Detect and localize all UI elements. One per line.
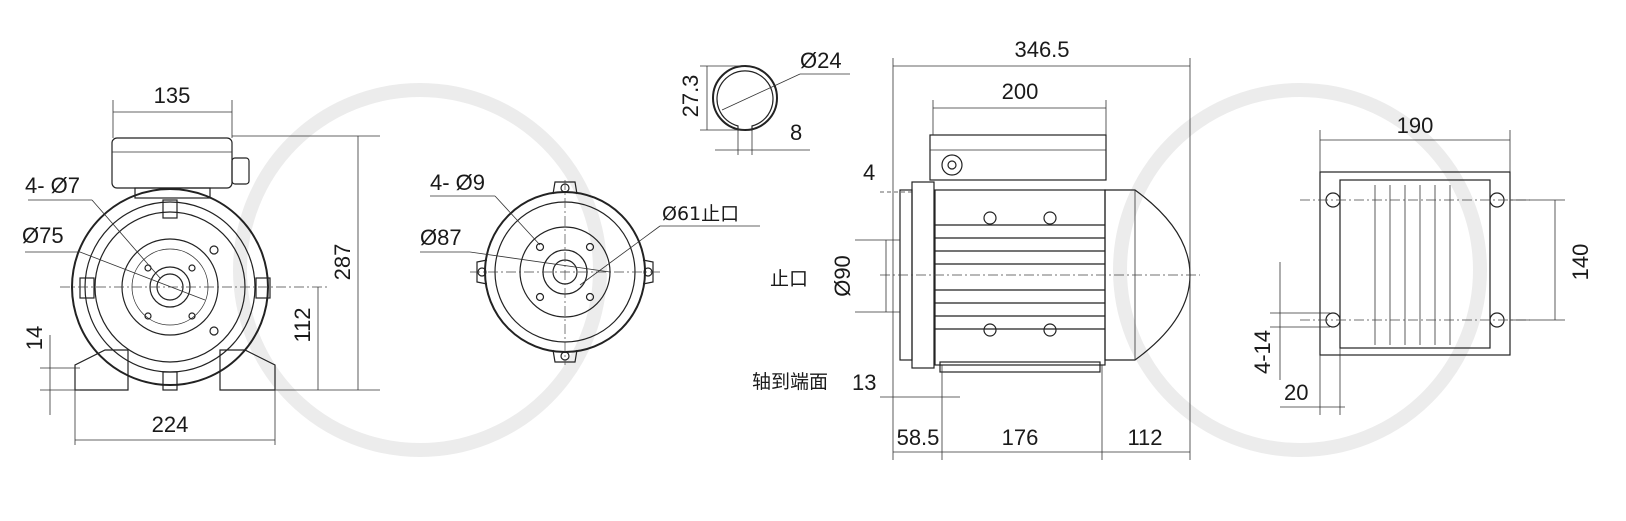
dim-140: 140 — [1568, 244, 1593, 281]
motor-body — [934, 189, 1106, 366]
cable-gland — [231, 157, 250, 185]
side-foot — [939, 361, 1101, 373]
dim-135: 135 — [154, 83, 191, 108]
dim-13: 13 — [852, 370, 876, 395]
dim-8: 8 — [790, 120, 802, 145]
label-bolt-circle-87: Ø87 — [420, 225, 462, 250]
label-4-holes-9: 4- Ø9 — [430, 170, 485, 195]
dim-287: 287 — [330, 244, 355, 281]
label-4-holes-7: 4- Ø7 — [25, 173, 80, 198]
label-bolt-circle-75: Ø75 — [22, 223, 64, 248]
top-fins — [1374, 185, 1451, 345]
shaft-circle — [712, 65, 778, 131]
terminal-box — [111, 137, 233, 189]
dim-58-5: 58.5 — [897, 425, 940, 450]
top-view: 190 140 4-14 20 — [1250, 113, 1593, 415]
dim-4: 4 — [863, 160, 875, 185]
front-view: 135 287 112 14 224 4- Ø7 Ø75 — [22, 83, 380, 445]
dim-224: 224 — [152, 412, 189, 437]
dim-346-5: 346.5 — [1014, 37, 1069, 62]
label-4-holes-14: 4-14 — [1250, 330, 1275, 374]
dim-112: 112 — [290, 307, 315, 342]
shaft-section: 27.3 Ø24 8 — [678, 48, 850, 155]
terminal-box-side — [929, 134, 1107, 181]
foot-plan — [1319, 171, 1511, 356]
keyway — [716, 70, 774, 131]
dim-24: Ø24 — [800, 48, 842, 73]
dim-14: 14 — [22, 326, 47, 350]
side-view: 346.5 200 4 止口 Ø90 轴到端面 13 58.5 176 112 — [752, 37, 1200, 460]
dim-27-3: 27.3 — [678, 75, 703, 118]
dim-20: 20 — [1284, 380, 1308, 405]
label-spigot-61: Ø61止口 — [662, 203, 739, 225]
flange-view: 4- Ø9 Ø87 Ø61止口 — [420, 170, 760, 365]
cooling-fins — [935, 224, 1105, 330]
dim-176: 176 — [1002, 425, 1039, 450]
dim-200: 200 — [1002, 79, 1039, 104]
label-shaft-to-face: 轴到端面 — [752, 371, 828, 393]
dim-112-rear: 112 — [1127, 425, 1162, 450]
label-spigot: 止口 — [770, 268, 808, 290]
cable-gland-side — [941, 154, 963, 176]
dim-190: 190 — [1397, 113, 1434, 138]
dim-90: Ø90 — [830, 255, 855, 297]
